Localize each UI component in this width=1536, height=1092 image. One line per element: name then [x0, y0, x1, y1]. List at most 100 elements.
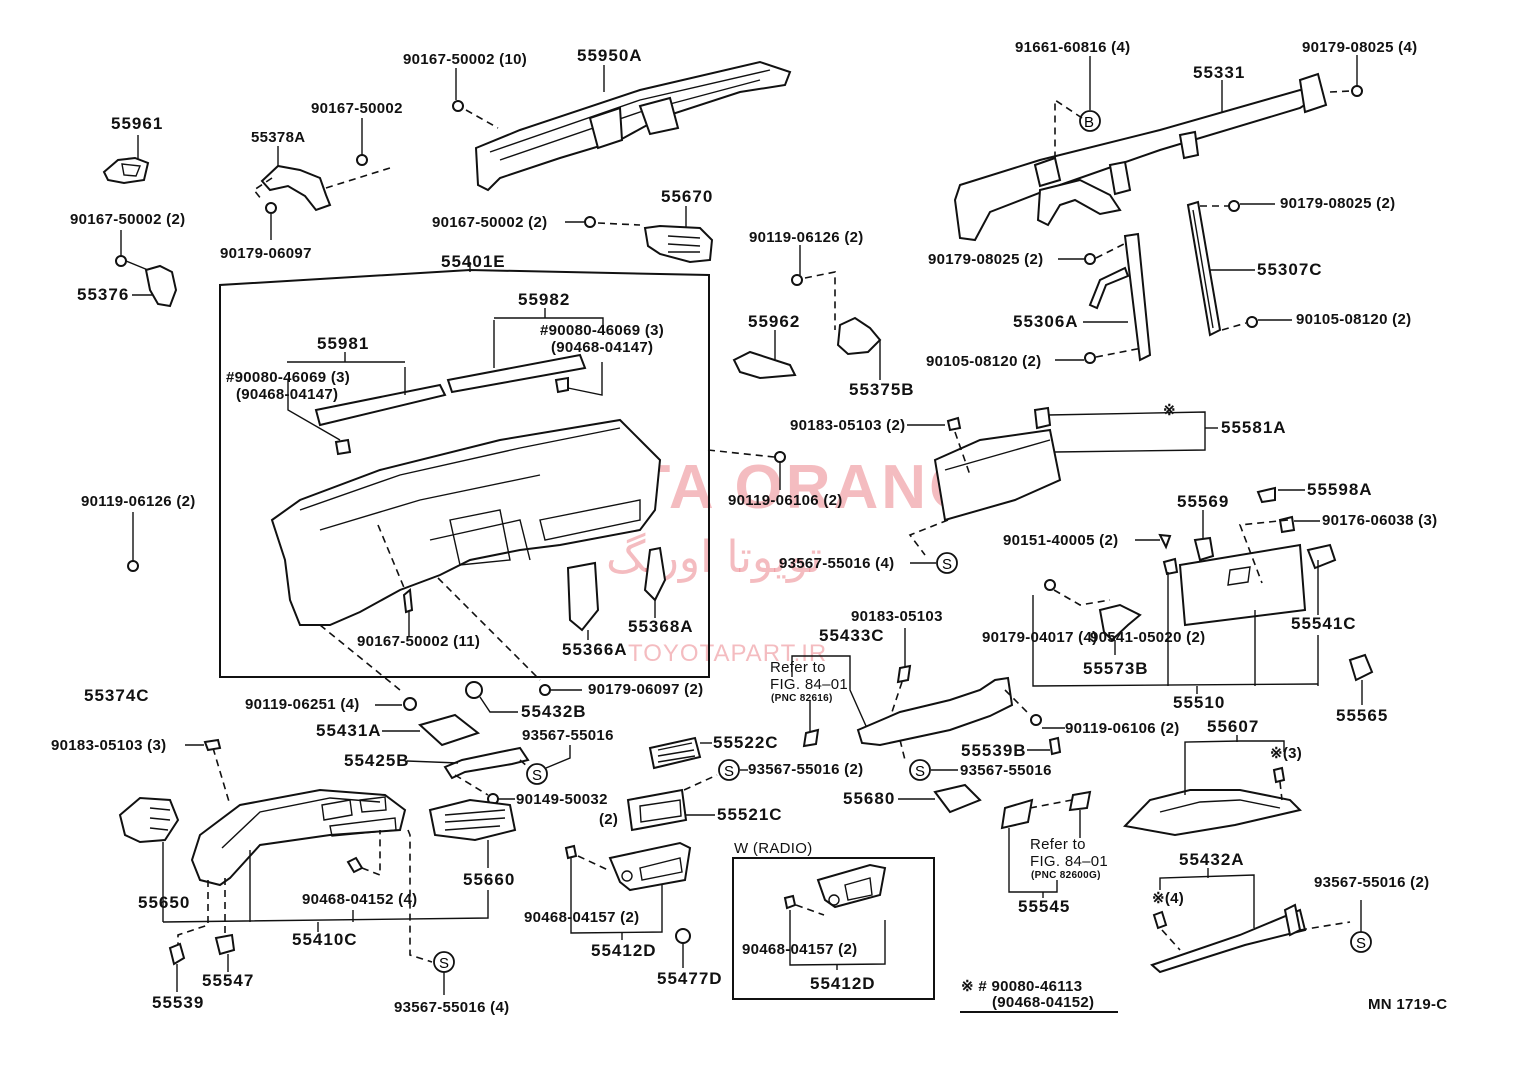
label-90468-04152: 90468-04152 (4)	[302, 891, 418, 908]
refer-note-1-pnc: (PNC 82616)	[771, 693, 833, 704]
label-91661-60816: 91661-60816 (4)	[1015, 39, 1131, 56]
part-55522C-55521C: S	[626, 736, 748, 832]
label-90167-50002-2-left: 90167-50002 (2)	[70, 211, 186, 228]
part-55307C	[1186, 200, 1292, 337]
part-55331: B	[953, 55, 1363, 242]
part-55401E-dash	[270, 308, 662, 626]
part-55412D	[564, 841, 887, 970]
part-55961	[102, 135, 150, 185]
label-90468-04157-b: 90468-04157 (2)	[742, 941, 858, 958]
label-90149-50032-qty: (2)	[599, 811, 619, 828]
part-55581A: S	[707, 406, 1218, 574]
svg-text:S: S	[532, 767, 542, 784]
label-90541-05020: 90541-05020 (2)	[1090, 629, 1206, 646]
label-asterisk-3: ※(3)	[1270, 745, 1303, 762]
label-55425B: 55425B	[344, 751, 410, 770]
label-55306A: 55306A	[1013, 312, 1079, 331]
label-55539: 55539	[152, 993, 205, 1012]
label-90105-08120-right: 90105-08120 (2)	[1296, 311, 1412, 328]
part-55378A	[252, 118, 394, 240]
label-90149-50032: 90149-50032	[516, 791, 608, 808]
label-55410C: 55410C	[292, 930, 358, 949]
part-55375B	[791, 245, 882, 380]
label-55375B: 55375B	[849, 380, 915, 399]
part-55670	[565, 206, 714, 264]
label-90080-46069-a: #90080-46069 (3)	[226, 369, 351, 386]
svg-text:S: S	[1356, 935, 1366, 952]
label-90105-08120-left: 90105-08120 (2)	[926, 353, 1042, 370]
label-55982: 55982	[518, 290, 571, 309]
label-55565: 55565	[1336, 706, 1389, 725]
diagram-code: MN 1719-C	[1368, 996, 1448, 1013]
part-55545	[1000, 790, 1092, 898]
label-55431A: 55431A	[316, 721, 382, 740]
label-55547: 55547	[202, 971, 255, 990]
label-90183-05103-mid: 90183-05103	[851, 608, 943, 625]
part-55306A	[1055, 232, 1152, 364]
label-90151-40005: 90151-40005 (2)	[1003, 532, 1119, 549]
part-55510	[1032, 486, 1337, 694]
label-90468-04157-a: 90468-04157 (2)	[524, 909, 640, 926]
label-90179-06097: 90179-06097	[220, 245, 312, 262]
part-55962	[732, 330, 797, 380]
label-90179-04017: 90179-04017 (4)	[982, 629, 1098, 646]
label-90183-05103-3: 90183-05103 (3)	[51, 737, 167, 754]
watermark-farsi: تویوتا اورنگ	[606, 532, 822, 583]
label-55650: 55650	[138, 893, 191, 912]
label-55581A: 55581A	[1221, 418, 1287, 437]
refer-note-2-line2: FIG. 84–01	[1030, 853, 1109, 870]
label-93567-55016-4-mid: 93567-55016 (4)	[779, 555, 895, 572]
label-93567-55016-4-low: 93567-55016 (4)	[394, 999, 510, 1016]
label-55541C: 55541C	[1291, 614, 1357, 633]
footnote-line2: (90468-04152)	[992, 994, 1095, 1011]
part-55607	[1122, 735, 1302, 837]
label-90167-50002: 90167-50002	[311, 100, 403, 117]
label-55432A: 55432A	[1179, 850, 1245, 869]
watermark-site: TOYOTAPART.IR	[628, 640, 828, 667]
label-55607: 55607	[1207, 717, 1260, 736]
part-lower-fasteners	[319, 577, 582, 713]
svg-text:S: S	[915, 763, 925, 780]
footnote-line1: ※ # 90080-46113	[961, 978, 1083, 995]
label-asterisk-4: ※(4)	[1152, 890, 1185, 907]
label-55376: 55376	[77, 285, 130, 304]
label-55378A: 55378A	[251, 129, 306, 146]
label-93567-55016-b: 93567-55016	[960, 762, 1052, 779]
label-55573B: 55573B	[1083, 659, 1149, 678]
label-55366A: 55366A	[562, 640, 628, 659]
label-90167-50002-10: 90167-50002 (10)	[403, 51, 528, 68]
radio-variant-box	[732, 857, 935, 1000]
label-55962: 55962	[748, 312, 801, 331]
group-box-55401E	[219, 262, 710, 678]
label-90119-06126-mid: 90119-06126 (2)	[749, 229, 864, 246]
refer-note-2-pnc: (PNC 82600G)	[1031, 870, 1101, 881]
label-55412D-a: 55412D	[591, 941, 657, 960]
label-55660: 55660	[463, 870, 516, 889]
label-90119-06106-low: 90119-06106 (2)	[1065, 720, 1180, 737]
part-55376	[115, 230, 178, 308]
label-90119-06251: 90119-06251 (4)	[245, 696, 360, 713]
label-93567-55016-2-right: 93567-55016 (2)	[1314, 874, 1430, 891]
label-55598A: 55598A	[1307, 480, 1373, 499]
label-55477D: 55477D	[657, 969, 723, 988]
label-55374C: 55374C	[84, 686, 150, 705]
label-90183-05103-2: 90183-05103 (2)	[790, 417, 906, 434]
label-w-radio: W (RADIO)	[734, 840, 813, 857]
label-55539B: 55539B	[961, 741, 1027, 760]
refer-note-1-line2: FIG. 84–01	[770, 676, 849, 693]
b-bolt-symbol: B	[1084, 114, 1094, 131]
label-55981: 55981	[317, 334, 370, 353]
label-55545: 55545	[1018, 897, 1071, 916]
label-90468-04147-a: (90468-04147)	[236, 386, 339, 403]
label-90179-08025-2-right: 90179-08025 (2)	[1280, 195, 1396, 212]
label-55670: 55670	[661, 187, 714, 206]
label-90080-46069-b: #90080-46069 (3)	[540, 322, 665, 339]
label-90179-08025-2-left: 90179-08025 (2)	[928, 251, 1044, 268]
svg-text:S: S	[724, 763, 734, 780]
part-55374C	[127, 512, 139, 572]
label-93567-55016-2-mid: 93567-55016 (2)	[748, 761, 864, 778]
label-55510: 55510	[1173, 693, 1226, 712]
label-90179-08025-4: 90179-08025 (4)	[1302, 39, 1418, 56]
label-90179-06097-2: 90179-06097 (2)	[588, 681, 704, 698]
